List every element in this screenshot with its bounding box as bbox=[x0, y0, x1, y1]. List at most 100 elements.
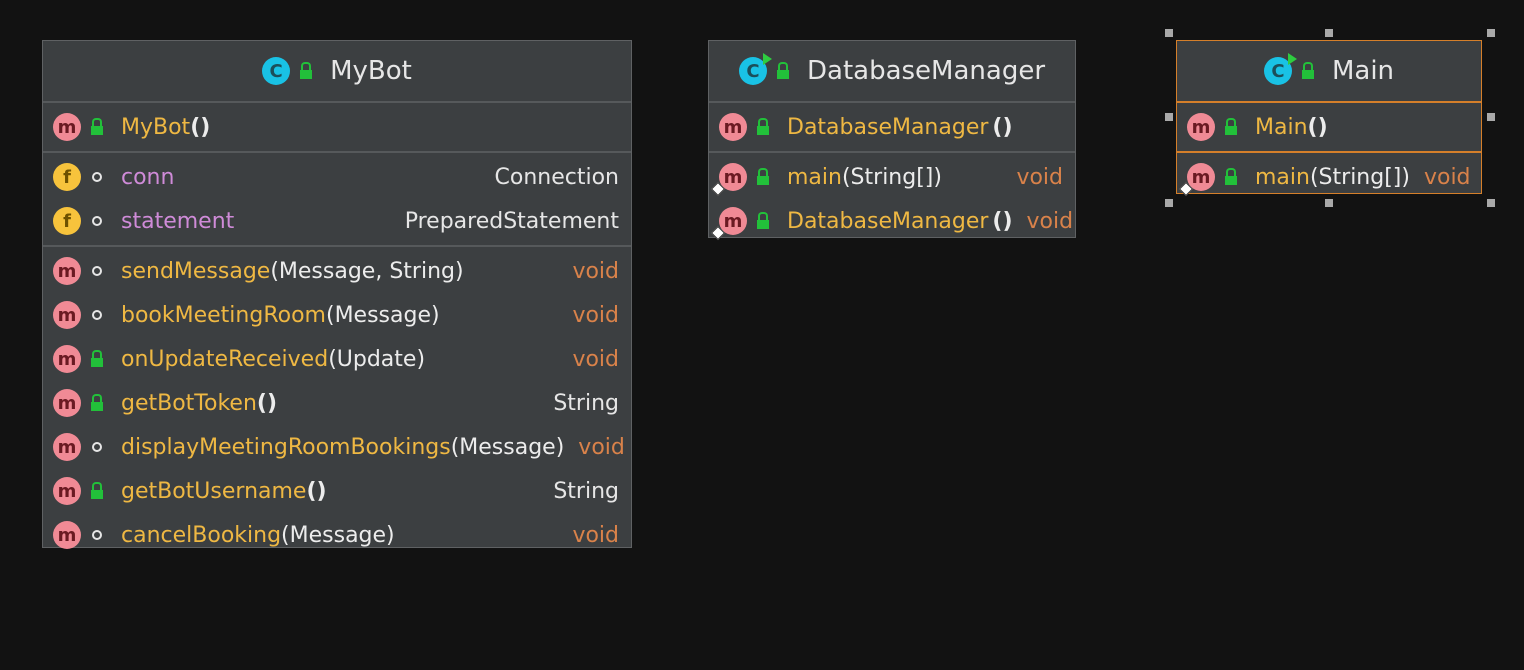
class-icon: C bbox=[1263, 53, 1297, 85]
constructor-name: Main bbox=[1255, 114, 1308, 140]
method-row[interactable]: m onUpdateReceived(Update) void bbox=[43, 337, 631, 381]
resize-handle-n[interactable] bbox=[1325, 29, 1333, 37]
return-type: void bbox=[572, 346, 619, 372]
public-lock-icon bbox=[1223, 117, 1239, 135]
method-params: (Message, String) bbox=[270, 258, 464, 284]
constructors-section: m Main() bbox=[1177, 103, 1481, 153]
method-params: () bbox=[256, 390, 278, 416]
field-type: PreparedStatement bbox=[404, 208, 619, 234]
method-name: bookMeetingRoom bbox=[121, 302, 326, 328]
class-main[interactable]: C Main m Main() m main(String[]) void bbox=[1176, 40, 1482, 197]
method-row[interactable]: m sendMessage(Message, String) void bbox=[43, 249, 631, 293]
method-params: () bbox=[992, 208, 1013, 234]
package-private-icon bbox=[89, 527, 105, 543]
public-lock-icon bbox=[1300, 61, 1316, 79]
return-type: void bbox=[1423, 164, 1471, 190]
field-row[interactable]: f statement PreparedStatement bbox=[43, 199, 631, 243]
package-private-icon bbox=[89, 439, 105, 455]
return-type: void bbox=[1026, 208, 1074, 234]
field-row[interactable]: f conn Connection bbox=[43, 155, 631, 199]
class-title: Main bbox=[1331, 56, 1395, 86]
method-name: getBotUsername bbox=[121, 478, 307, 504]
return-type: void bbox=[572, 522, 619, 548]
constructor-row[interactable]: m DatabaseManager() bbox=[709, 105, 1075, 149]
constructor-name: MyBot bbox=[121, 114, 191, 140]
method-row[interactable]: m main(String[]) void bbox=[1177, 155, 1481, 199]
method-icon: m bbox=[53, 113, 81, 141]
runnable-marker-icon bbox=[1287, 53, 1297, 65]
method-params: (Message) bbox=[450, 434, 565, 460]
class-icon: C bbox=[262, 57, 291, 85]
public-lock-icon bbox=[1223, 167, 1239, 185]
public-lock-icon bbox=[89, 481, 105, 499]
method-params: (String[]) bbox=[841, 164, 942, 190]
method-params: (Message) bbox=[325, 302, 440, 328]
return-type: void bbox=[572, 302, 619, 328]
resize-handle-s[interactable] bbox=[1325, 199, 1333, 207]
method-icon: m bbox=[53, 257, 81, 285]
constructor-row[interactable]: m MyBot() bbox=[43, 105, 631, 149]
method-row[interactable]: m getBotToken() String bbox=[43, 381, 631, 425]
method-icon: m bbox=[53, 301, 81, 329]
field-icon: f bbox=[53, 163, 81, 191]
method-name: getBotToken bbox=[121, 390, 257, 416]
method-icon: m bbox=[719, 113, 747, 141]
method-row[interactable]: m getBotUsername() String bbox=[43, 469, 631, 513]
constructors-section: m MyBot() bbox=[43, 103, 631, 153]
method-icon: m bbox=[53, 345, 81, 373]
class-title: DatabaseManager bbox=[806, 56, 1046, 86]
resize-handle-nw[interactable] bbox=[1165, 29, 1173, 37]
method-name: onUpdateReceived bbox=[121, 346, 329, 372]
method-row[interactable]: m displayMeetingRoomBookings(Message) vo… bbox=[43, 425, 631, 469]
resize-handle-se[interactable] bbox=[1487, 199, 1495, 207]
field-type: Connection bbox=[494, 164, 619, 190]
methods-section: m sendMessage(Message, String) void m bo… bbox=[43, 247, 631, 559]
return-type: String bbox=[553, 478, 619, 504]
class-mybot[interactable]: C MyBot m MyBot() f conn Connection f st… bbox=[42, 40, 632, 549]
method-name: main bbox=[787, 164, 842, 190]
methods-section: m main(String[]) void m DatabaseManager(… bbox=[709, 153, 1075, 245]
static-method-icon: m bbox=[710, 207, 747, 241]
resize-handle-e[interactable] bbox=[1487, 113, 1495, 121]
public-lock-icon bbox=[89, 117, 105, 135]
public-lock-icon bbox=[755, 117, 771, 135]
return-type: String bbox=[553, 390, 619, 416]
method-icon: m bbox=[53, 521, 81, 549]
method-icon: m bbox=[53, 477, 81, 505]
package-private-icon bbox=[89, 263, 105, 279]
constructor-params: () bbox=[1307, 114, 1328, 140]
package-private-icon bbox=[89, 169, 105, 185]
constructors-section: m DatabaseManager() bbox=[709, 103, 1075, 153]
return-type: void bbox=[1016, 164, 1063, 190]
public-lock-icon bbox=[89, 349, 105, 367]
method-name: displayMeetingRoomBookings bbox=[121, 434, 451, 460]
method-params: (Message) bbox=[281, 522, 395, 548]
method-name: main bbox=[1255, 164, 1310, 190]
resize-handle-w[interactable] bbox=[1165, 113, 1173, 121]
resize-handle-sw[interactable] bbox=[1165, 199, 1173, 207]
class-title: MyBot bbox=[330, 56, 412, 86]
field-name: conn bbox=[121, 164, 175, 190]
class-databasemanager[interactable]: C DatabaseManager m DatabaseManager() m … bbox=[708, 40, 1076, 241]
method-row[interactable]: m main(String[]) void bbox=[709, 155, 1075, 199]
package-private-icon bbox=[89, 307, 105, 323]
public-lock-icon bbox=[755, 167, 771, 185]
constructor-row[interactable]: m Main() bbox=[1177, 105, 1481, 149]
class-header: C MyBot bbox=[43, 41, 631, 103]
method-icon: m bbox=[1187, 113, 1215, 141]
class-header: C Main bbox=[1177, 41, 1481, 103]
method-row[interactable]: m DatabaseManager() void bbox=[709, 199, 1075, 243]
method-params: () bbox=[306, 478, 327, 504]
methods-section: m main(String[]) void bbox=[1177, 153, 1481, 201]
method-icon: m bbox=[53, 433, 81, 461]
public-lock-icon bbox=[775, 61, 791, 79]
method-row[interactable]: m bookMeetingRoom(Message) void bbox=[43, 293, 631, 337]
public-lock-icon bbox=[89, 393, 105, 411]
constructor-params: () bbox=[190, 114, 211, 140]
public-lock-icon bbox=[755, 211, 771, 229]
resize-handle-ne[interactable] bbox=[1487, 29, 1495, 37]
method-params: (Update) bbox=[328, 346, 426, 372]
fields-section: f conn Connection f statement PreparedSt… bbox=[43, 153, 631, 247]
method-params: (String[]) bbox=[1309, 164, 1410, 190]
method-row[interactable]: m cancelBooking(Message) void bbox=[43, 513, 631, 557]
